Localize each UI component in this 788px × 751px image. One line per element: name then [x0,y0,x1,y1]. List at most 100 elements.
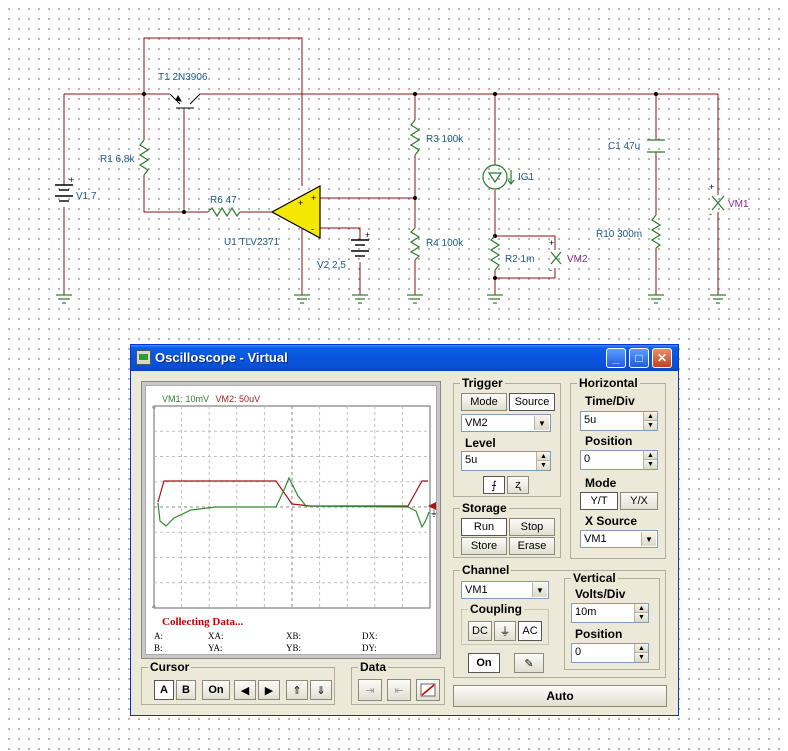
svg-text:+: + [311,193,316,203]
time-div-spinner[interactable]: 5u ▲ ▼ [580,411,658,431]
cursor-title: Cursor [148,660,192,674]
coupling-ground-button[interactable]: ⏚ [494,621,516,641]
spin-down-icon[interactable]: ▼ [634,653,648,662]
cursor-left-button[interactable]: ◀ [234,680,256,700]
label-vm2: VM2 [567,254,588,265]
data-group: Data ⇥ ⇤ [351,660,445,705]
ground-icon: ⏚ [499,626,511,638]
storage-group: Storage Run Stop Store Erase [453,501,561,558]
meas-yb: YB: [286,643,302,653]
trace-vm1 [157,476,430,529]
chevron-down-icon[interactable]: ▼ [534,416,549,430]
maximize-button[interactable]: □ [629,348,649,368]
label-r3: R3 100k [426,134,464,145]
v-position-spinner[interactable]: 0 ▲ ▼ [571,643,649,663]
spin-up-icon[interactable]: ▲ [643,451,657,460]
v-position-label: Position [575,627,623,641]
stop-button[interactable]: Stop [509,518,555,536]
spin-down-icon[interactable]: ▼ [634,613,648,622]
trigger-source-button[interactable]: Source [509,393,555,411]
coupling-ac-button[interactable]: AC [518,621,542,641]
coupling-group: Coupling DC ⏚ AC [461,602,549,645]
spin-down-icon[interactable]: ▼ [536,461,550,470]
probe-button[interactable]: ✎ [514,653,544,673]
label-v2: V2 2,5 [317,260,346,271]
trigger-level-spinner[interactable]: 5u ▲ ▼ [461,451,551,471]
minimize-button[interactable]: _ [606,348,626,368]
trigger-source-select[interactable]: VM2 ▼ [461,414,551,432]
channel-group: Channel VM1 ▼ Coupling DC ⏚ AC On ✎ [453,563,666,678]
spin-down-icon[interactable]: ▼ [643,421,657,430]
x-source-select[interactable]: VM1 ▼ [580,530,658,548]
cursor-right-button[interactable]: ▶ [258,680,280,700]
data-import-button[interactable]: ⇥ [358,679,382,701]
erase-button[interactable]: Erase [509,537,555,555]
auto-button[interactable]: Auto [453,685,667,707]
channel-on-button[interactable]: On [468,653,500,673]
svg-text:+: + [549,238,554,248]
mode-label: Mode [585,476,617,490]
x-source-label: X Source [585,514,638,528]
svg-text:+: + [69,175,74,185]
x-source-value: VM1 [584,533,607,545]
coupling-title: Coupling [468,602,524,616]
channel-title: Channel [460,563,512,577]
h-position-label: Position [585,434,633,448]
channel-legend: VM1: 10mV VM2: 50uV [162,394,260,404]
trigger-title: Trigger [460,376,505,390]
export-icon: ⇤ [394,684,404,697]
import-icon: ⇥ [365,684,375,697]
trigger-source-value: VM2 [465,417,488,429]
data-graph-button[interactable] [416,679,440,701]
cursor-a-button[interactable]: A [154,680,174,700]
horizontal-group: Horizontal Time/Div 5u ▲ ▼ Position 0 ▲ … [570,376,666,559]
spin-up-icon[interactable]: ▲ [536,452,550,461]
trigger-level-value: 5u [465,454,478,466]
cursor-group: Cursor A B On ◀ ▶ ⇑ ⇓ [141,660,335,705]
svg-text:-: - [311,224,314,234]
coupling-dc-button[interactable]: DC [468,621,492,641]
double-down-icon: ⇓ [316,684,326,697]
label-t1: T1 2N3906 [158,72,208,83]
legend-vm2: VM2: 50uV [215,394,261,404]
cursor-up-button[interactable]: ⇑ [286,680,308,700]
close-button[interactable]: ✕ [652,348,672,368]
label-c1: C1 47u [608,141,640,152]
spin-down-icon[interactable]: ▼ [643,460,657,469]
volts-div-spinner[interactable]: 10m ▲ ▼ [571,603,649,623]
svg-text:+: + [709,182,714,192]
channel-select[interactable]: VM1 ▼ [461,581,549,599]
cursor-down-button[interactable]: ⇓ [310,680,332,700]
window-title: Oscilloscope - Virtual [155,350,288,365]
spin-up-icon[interactable]: ▲ [634,644,648,653]
label-r1: R1 6,8k [100,154,135,165]
meas-b: B: [154,643,163,653]
store-button[interactable]: Store [461,537,507,555]
volts-div-value: 10m [575,606,597,618]
trigger-level-label: Level [465,436,496,450]
cursor-b-button[interactable]: B [176,680,196,700]
label-r10: R10 300m [596,229,642,240]
svg-text:-: - [709,209,712,219]
run-button[interactable]: Run [461,518,507,536]
h-position-spinner[interactable]: 0 ▲ ▼ [580,450,658,470]
mode-yx-button[interactable]: Y/X [620,492,658,510]
rising-edge-button[interactable]: ⨍ [483,476,505,494]
falling-edge-button[interactable]: ʐ [507,476,529,494]
scope-display[interactable]: ⏚ VM1: 10mV VM2: 50uV Collecting Data...… [145,385,437,655]
graph-icon [420,683,436,697]
mode-yt-button[interactable]: Y/T [580,492,618,510]
data-title: Data [358,660,389,674]
meas-a: A: [154,631,163,641]
meas-xa: XA: [208,631,224,641]
data-export-button[interactable]: ⇤ [387,679,411,701]
vertical-group: Vertical Volts/Div 10m ▲ ▼ Position 0 ▲ … [564,571,660,670]
meas-dx: DX: [362,631,378,641]
spin-up-icon[interactable]: ▲ [634,604,648,613]
cursor-on-button[interactable]: On [202,680,230,700]
chevron-down-icon[interactable]: ▼ [532,583,547,597]
title-bar[interactable]: Oscilloscope - Virtual _ □ ✕ [131,345,678,371]
chevron-down-icon[interactable]: ▼ [641,532,656,546]
spin-up-icon[interactable]: ▲ [643,412,657,421]
trigger-mode-button[interactable]: Mode [461,393,507,411]
